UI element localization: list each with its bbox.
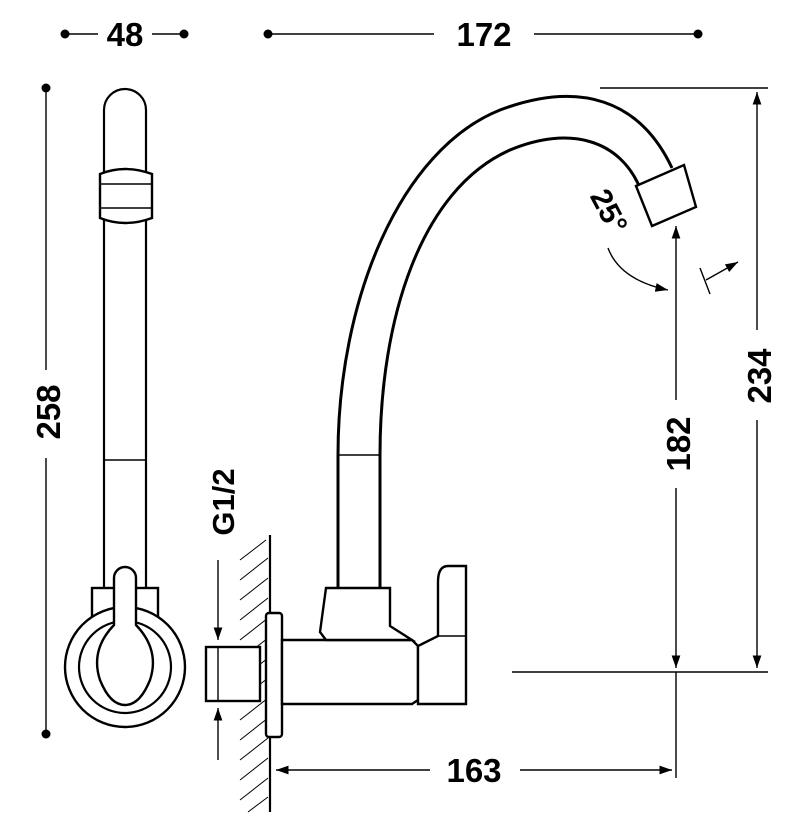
- hatch-line: [239, 697, 269, 721]
- dim-258-label: 258: [30, 384, 67, 439]
- dim-48-dot-left: [60, 29, 70, 39]
- side-aerator: [98, 167, 154, 225]
- front-view: 172 234 182 25° G1/2 163: [204, 16, 778, 813]
- hatch-line: [239, 597, 269, 621]
- side-lever-handle: [95, 565, 155, 707]
- hatch-line: [239, 717, 269, 741]
- lever-handle: [416, 564, 468, 706]
- angle-reference-line: [699, 267, 711, 295]
- hatch-line: [239, 757, 269, 781]
- side-spout-tube: [102, 87, 148, 588]
- spout-base-block: [318, 586, 417, 642]
- hatch-line: [239, 557, 269, 581]
- thread-label: G1/2: [206, 468, 241, 535]
- dim-182-label: 182: [660, 416, 697, 471]
- hatch-line: [239, 737, 269, 761]
- dim-258-dot-bottom: [41, 729, 51, 739]
- spout-aerator: [634, 163, 698, 228]
- dim-48-label: 48: [107, 16, 144, 53]
- angle-label: 25°: [583, 184, 633, 240]
- escutcheon-plate: [264, 611, 284, 739]
- dim-258-dot-top: [41, 83, 51, 93]
- hatch-line: [239, 617, 269, 641]
- angle-arrow: [705, 261, 739, 281]
- hatch-line: [239, 777, 269, 801]
- swan-neck-spout: [336, 95, 674, 588]
- dim-163-label: 163: [446, 752, 501, 789]
- dim-172-dot-right: [693, 29, 703, 39]
- wall-connector: [204, 645, 262, 703]
- angle-arc: [607, 247, 669, 292]
- dim-48-dot-right: [179, 29, 189, 39]
- dim-234-label: 234: [741, 348, 778, 404]
- hatch-line: [239, 539, 267, 561]
- side-view: 258 48: [30, 16, 189, 739]
- valve-body: [280, 638, 420, 706]
- swan-neck-spout-inner: [378, 136, 642, 588]
- hatch-line: [239, 577, 269, 601]
- hatch-line: [247, 796, 269, 813]
- dim-172-label: 172: [456, 16, 511, 53]
- dim-172-dot-left: [263, 29, 273, 39]
